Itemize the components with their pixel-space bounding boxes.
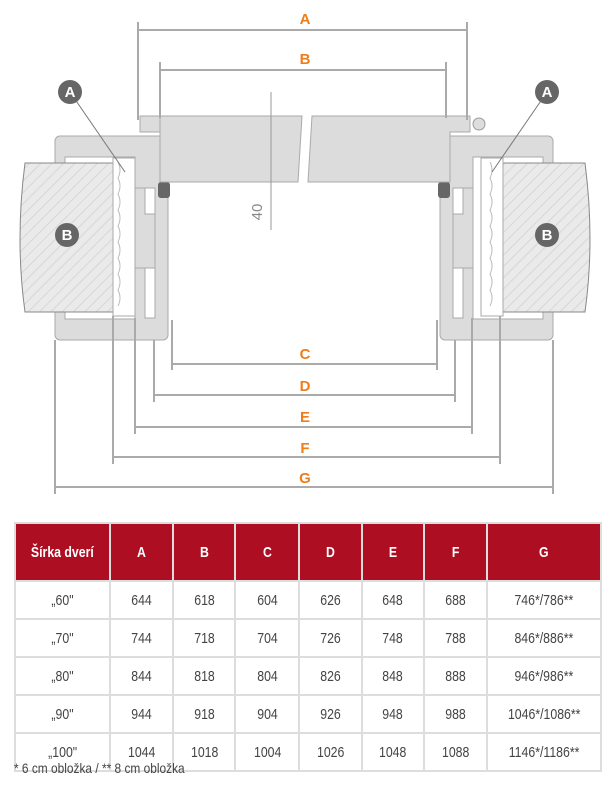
column-header: D xyxy=(298,522,363,582)
table-cell: „100" xyxy=(14,732,111,772)
door-leaf: 40 xyxy=(139,92,486,230)
table-cell: 704 xyxy=(234,618,301,658)
table-cell: „70" xyxy=(14,618,111,658)
table-cell: 888 xyxy=(422,656,489,696)
gap-label: 40 xyxy=(249,204,266,221)
column-header: C xyxy=(234,522,301,582)
column-header: E xyxy=(360,522,425,582)
wall-badge-left: B xyxy=(55,223,79,247)
table-cell: 1146*/1186** xyxy=(486,732,602,772)
door-frame-diagram: 40 A B C D E F G A A B B xyxy=(19,11,591,494)
dim-label-e: E xyxy=(300,409,310,426)
dim-label-a: A xyxy=(300,11,311,28)
table-cell: 1048 xyxy=(360,732,425,772)
svg-text:A: A xyxy=(542,84,553,101)
dim-label-f: F xyxy=(300,440,309,457)
column-header: F xyxy=(422,522,489,582)
table-cell: 1026 xyxy=(298,732,363,772)
table-cell: 926 xyxy=(298,694,363,734)
dim-label-b: B xyxy=(300,51,311,68)
svg-text:B: B xyxy=(62,227,73,244)
table-cell: 788 xyxy=(422,618,489,658)
table-cell: 648 xyxy=(360,580,425,620)
table-cell: „80" xyxy=(14,656,111,696)
seal-badge-right: A xyxy=(535,80,559,104)
table-cell: 746*/786** xyxy=(486,580,602,620)
table-cell: 644 xyxy=(108,580,175,620)
table-cell: 844 xyxy=(108,656,175,696)
table-cell: 804 xyxy=(234,656,301,696)
table-cell: 826 xyxy=(298,656,363,696)
table-cell: 688 xyxy=(422,580,489,620)
footnote: * 6 cm obložka / ** 8 cm obložka xyxy=(14,760,185,776)
table-cell: 744 xyxy=(108,618,175,658)
table-cell: 818 xyxy=(172,656,237,696)
table-cell: „90" xyxy=(14,694,111,734)
table-cell: 988 xyxy=(422,694,489,734)
table-cell: 726 xyxy=(298,618,363,658)
table-cell: 718 xyxy=(172,618,237,658)
table-cell: 946*/986** xyxy=(486,656,602,696)
column-header: G xyxy=(486,522,602,582)
table-cell: 618 xyxy=(172,580,237,620)
table-cell: 1004 xyxy=(234,732,301,772)
table-cell: „60" xyxy=(14,580,111,620)
table-cell: 1018 xyxy=(172,732,237,772)
table-cell: 1044 xyxy=(108,732,175,772)
table-cell: 918 xyxy=(172,694,237,734)
dim-label-g: G xyxy=(299,470,311,487)
dimension-lines xyxy=(54,22,554,494)
svg-text:A: A xyxy=(65,84,76,101)
table-cell: 948 xyxy=(360,694,425,734)
table-cell: 1046*/1086** xyxy=(486,694,602,734)
dim-label-c: C xyxy=(300,346,311,363)
table-cell: 626 xyxy=(298,580,363,620)
column-header: Šírka dverí xyxy=(14,522,111,582)
table-cell: 904 xyxy=(234,694,301,734)
table-cell: 944 xyxy=(108,694,175,734)
svg-text:B: B xyxy=(542,227,553,244)
wall-badge-right: B xyxy=(535,223,559,247)
table-cell: 846*/886** xyxy=(486,618,602,658)
table-cell: 1088 xyxy=(422,732,489,772)
column-header: B xyxy=(172,522,237,582)
dim-label-d: D xyxy=(300,378,311,395)
column-header: A xyxy=(108,522,175,582)
seal-badge-left: A xyxy=(58,80,82,104)
table-cell: 604 xyxy=(234,580,301,620)
table-cell: 848 xyxy=(360,656,425,696)
table-cell: 748 xyxy=(360,618,425,658)
